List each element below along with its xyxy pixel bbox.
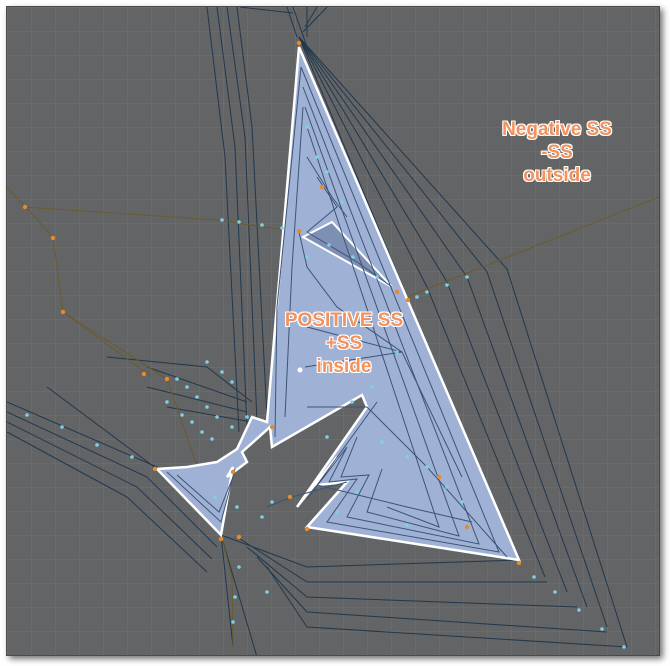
orange-vertices xyxy=(22,40,522,566)
negative-ss-line-3: outside xyxy=(523,165,591,186)
positive-offset-lines xyxy=(166,66,508,558)
centroid-marker xyxy=(297,367,303,373)
blue-vertices xyxy=(25,125,626,649)
positive-ss-line-1: POSITIVE SS xyxy=(284,310,404,331)
negative-ss-line-1: Negative SS xyxy=(502,119,612,140)
straight-skeleton-diagram xyxy=(7,7,659,655)
positive-ss-label: POSITIVE SS +SS inside xyxy=(269,309,419,378)
viewport-canvas[interactable]: Negative SS -SS outside POSITIVE SS +SS … xyxy=(6,6,660,656)
positive-ss-line-2: +SS xyxy=(325,333,363,354)
negative-ss-label: Negative SS -SS outside xyxy=(477,118,637,187)
input-polygon xyxy=(154,46,522,562)
positive-ss-line-3: inside xyxy=(316,356,372,377)
negative-offset-lines xyxy=(7,7,628,655)
negative-ss-line-2: -SS xyxy=(541,142,573,163)
